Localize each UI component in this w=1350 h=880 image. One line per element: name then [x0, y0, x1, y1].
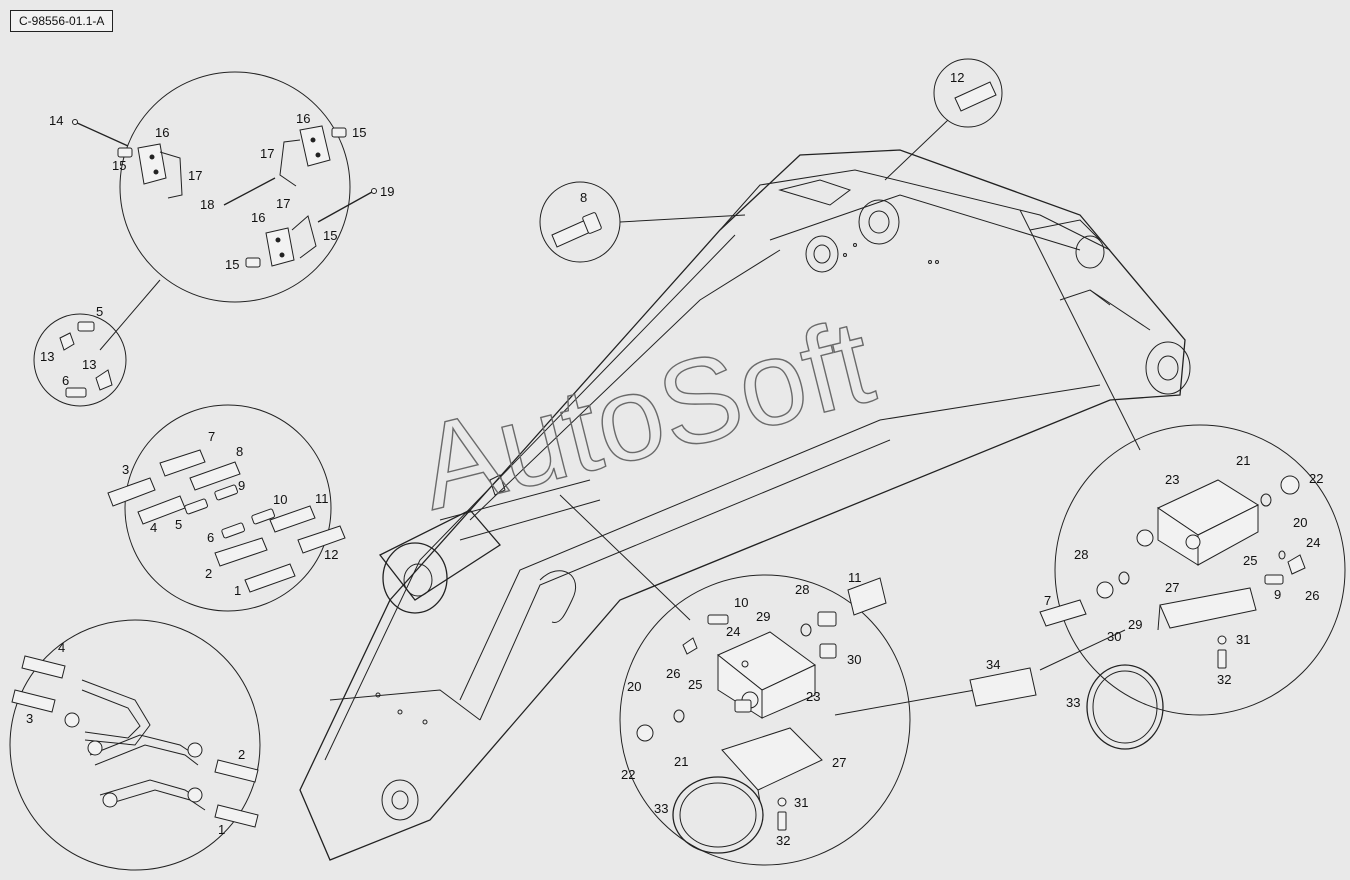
- callout-label: 22: [621, 767, 635, 782]
- callout-label: 10: [273, 492, 287, 507]
- callout-label: 32: [776, 833, 790, 848]
- callout-label: 21: [1236, 453, 1250, 468]
- callout-label: 4: [150, 520, 157, 535]
- diagram-code-label: C-98556-01.1-A: [10, 10, 114, 32]
- callout-label: 25: [1243, 553, 1257, 568]
- callout-label: 1: [234, 583, 241, 598]
- callout-label: 7: [1044, 593, 1051, 608]
- callout-label: 12: [324, 547, 338, 562]
- callout-label: 14: [49, 113, 63, 128]
- callout-label: 13: [82, 357, 96, 372]
- callout-label: 16: [251, 210, 265, 225]
- callout-label: 28: [795, 582, 809, 597]
- callout-label: 10: [734, 595, 748, 610]
- callout-label: 23: [1165, 472, 1179, 487]
- detail-clamps: [72, 119, 377, 268]
- callout-label: 30: [1107, 629, 1121, 644]
- callout-label: 22: [1309, 471, 1323, 486]
- callout-label: 16: [155, 125, 169, 140]
- callout-label: 3: [122, 462, 129, 477]
- callout-label: 17: [276, 196, 290, 211]
- callout-label: 18: [200, 197, 214, 212]
- callout-label: 4: [58, 640, 65, 655]
- callout-label: 17: [188, 168, 202, 183]
- callout-label: 17: [260, 146, 274, 161]
- callout-label: 9: [1274, 587, 1281, 602]
- detail-fitting-12: [954, 81, 997, 112]
- hydraulic-cylinder: [379, 474, 601, 614]
- callout-label: 1: [218, 822, 225, 837]
- callout-label: 34: [986, 657, 1000, 672]
- callout-label: 26: [1305, 588, 1319, 603]
- callout-label: 24: [1306, 535, 1320, 550]
- callout-label: 7: [208, 429, 215, 444]
- callout-label: 8: [580, 190, 587, 205]
- callout-label: 5: [175, 517, 182, 532]
- callout-label: 27: [1165, 580, 1179, 595]
- callout-label: 11: [315, 491, 329, 506]
- callout-label: 29: [756, 609, 770, 624]
- callout-label: 29: [1128, 617, 1142, 632]
- callout-label: 20: [627, 679, 641, 694]
- callout-label: 23: [806, 689, 820, 704]
- callout-label: 16: [296, 111, 310, 126]
- detail-valve-block-left: [636, 577, 887, 854]
- callout-label: 21: [674, 754, 688, 769]
- detail-hose-fittings: [107, 449, 346, 593]
- callout-label: 15: [225, 257, 239, 272]
- callout-label: 27: [832, 755, 846, 770]
- callout-label: 15: [112, 158, 126, 173]
- callout-label: 2: [238, 747, 245, 762]
- callout-label: 8: [236, 444, 243, 459]
- callout-labels: 14 16 16 15 15 17 17 18 19 17 16 15 15 5…: [26, 70, 1323, 848]
- callout-label: 25: [688, 677, 702, 692]
- callout-label: 12: [950, 70, 964, 85]
- callout-label: 28: [1074, 547, 1088, 562]
- callout-label: 6: [207, 530, 214, 545]
- callout-label: 5: [96, 304, 103, 319]
- leader-lines: [99, 119, 1141, 716]
- detail-valve-block-right: [969, 475, 1306, 750]
- callout-label: 15: [352, 125, 366, 140]
- detail-circles: [9, 58, 1346, 871]
- callout-label: 9: [238, 478, 245, 493]
- detail-pipes: [11, 655, 259, 828]
- boom-arm: [299, 149, 1191, 861]
- callout-label: 31: [1236, 632, 1250, 647]
- callout-label: 31: [794, 795, 808, 810]
- watermark: AutoSoft: [406, 294, 885, 535]
- callout-label: 6: [62, 373, 69, 388]
- callout-label: 24: [726, 624, 740, 639]
- callout-label: 15: [323, 228, 337, 243]
- callout-label: 11: [848, 570, 862, 585]
- callout-label: 33: [1066, 695, 1080, 710]
- callout-label: 13: [40, 349, 54, 364]
- callout-label: 33: [654, 801, 668, 816]
- callout-label: 20: [1293, 515, 1307, 530]
- callout-label: 3: [26, 711, 33, 726]
- callout-label: 19: [380, 184, 394, 199]
- callout-label: 32: [1217, 672, 1231, 687]
- detail-small-fittings: [59, 321, 113, 398]
- callout-label: 2: [205, 566, 212, 581]
- callout-label: 26: [666, 666, 680, 681]
- detail-fitting-8: [551, 212, 602, 248]
- callout-label: 30: [847, 652, 861, 667]
